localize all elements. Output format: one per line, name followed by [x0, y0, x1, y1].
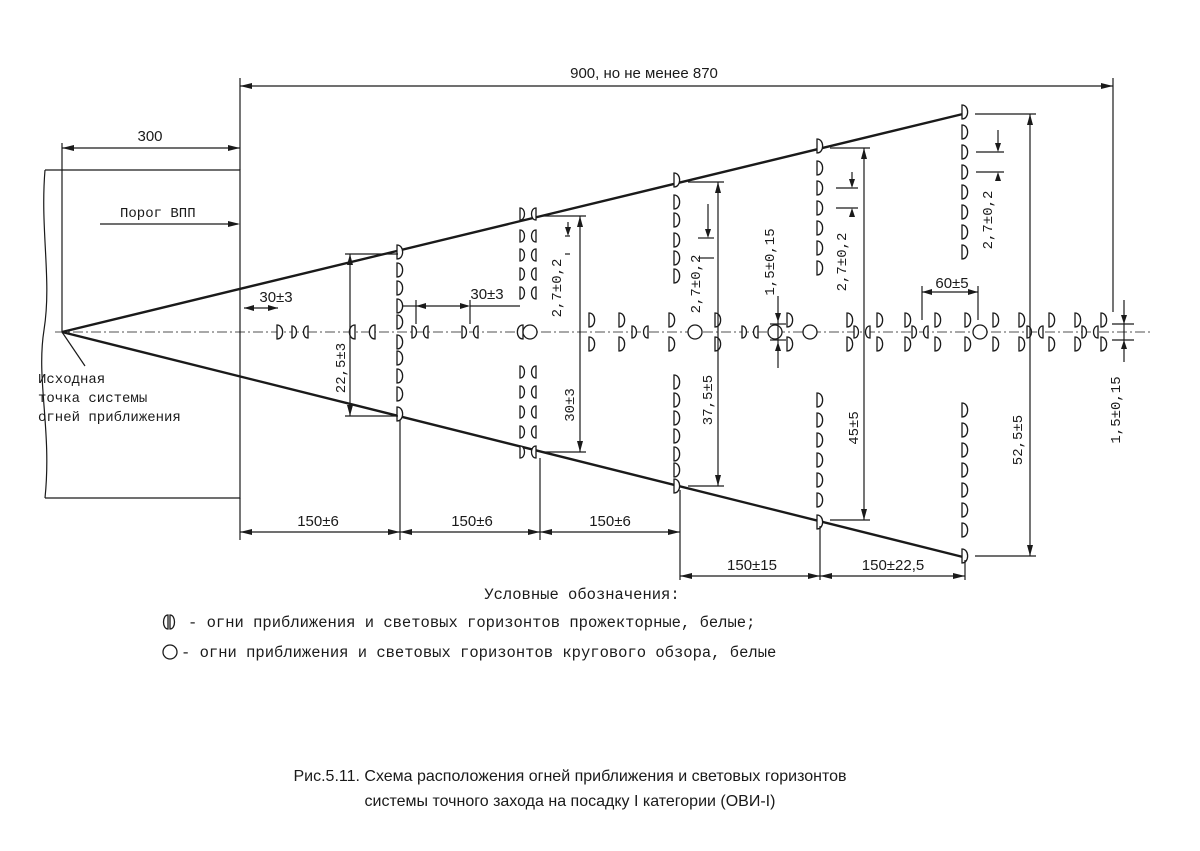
lamp-spacing-a-label: 2,7±0,2	[550, 259, 566, 318]
legend-directional-text: - огни приближения и световых горизонтов…	[188, 614, 755, 632]
runway-outline	[41, 169, 241, 499]
legend-omni-text: - огни приближения и световых горизонтов…	[181, 644, 776, 662]
centerline-lamp-spacing-label: 1,5±0,15	[763, 228, 779, 295]
centerline-lamp-spacing-dimension	[770, 296, 786, 368]
omni-lamp-symbol-icon	[162, 644, 178, 660]
centerline-spacing-a-dimension	[244, 305, 278, 311]
lamp-spacing-d-label: 2,7±0,2	[981, 191, 997, 250]
bottom-spacing-dimensions	[239, 420, 966, 580]
barrette-1-lamps	[396, 244, 404, 422]
spacing-2-label: 150±6	[451, 513, 493, 530]
barrette-4-lamps	[816, 138, 824, 530]
legend-title: Условные обозначения:	[484, 586, 679, 604]
approach-envelope	[61, 111, 968, 560]
caption-line2: системы точного захода на посадку I кате…	[365, 793, 776, 810]
end-lamp-spacing-dimension	[1112, 300, 1134, 362]
barrette-1-width-label: 22,5±3	[334, 343, 350, 393]
barrette-5-width-dimension	[975, 113, 1036, 557]
directional-lamp-symbol-icon	[162, 614, 176, 630]
barrette-3-lamps	[673, 172, 681, 494]
spacing-end-label: 60±5	[935, 275, 968, 292]
barrette-5-lamps	[961, 104, 969, 564]
barrette-4-width-label: 45±5	[847, 411, 863, 445]
spacing-5-label: 150±22,5	[862, 557, 924, 574]
barrette-3-width-label: 37,5±5	[701, 375, 717, 425]
lamp-spacing-b-label: 2,7±0,2	[689, 255, 705, 314]
overall-dimension-label: 900, но не менее 870	[570, 65, 718, 82]
spacing-4-label: 150±15	[727, 557, 777, 574]
centerline-spacing-a-label: 30±3	[259, 289, 292, 306]
spacing-1-label: 150±6	[297, 513, 339, 530]
threshold-offset-label: 300	[137, 128, 162, 145]
origin-label-line2: точка системы	[38, 391, 147, 407]
end-lamp-spacing-label: 1,5±0,15	[1109, 376, 1125, 443]
barrette-1-width-dimension	[345, 253, 398, 417]
threshold-label: Порог ВПП	[120, 206, 196, 222]
spacing-3-label: 150±6	[589, 513, 631, 530]
barrette-4-width-dimension	[830, 147, 870, 521]
centerline-spacing-b-dimension	[402, 300, 520, 324]
lamp-spacing-c-label: 2,7±0,2	[835, 233, 851, 292]
barrette-2-width-label: 30±3	[563, 388, 579, 422]
threshold-offset-dimension	[61, 143, 240, 332]
barrette-5-width-label: 52,5±5	[1011, 415, 1027, 465]
caption-line1: Рис.5.11. Схема расположения огней прибл…	[293, 768, 846, 785]
centerline-spacing-b-label: 30±3	[470, 286, 503, 303]
origin-label-line3: огней приближения	[38, 409, 181, 426]
threshold-pointer	[100, 221, 240, 227]
barrette-2-width-dimension	[542, 215, 586, 453]
origin-label-line1: Исходная	[38, 372, 105, 388]
spacing-end-dimension	[921, 286, 979, 320]
barrette-3-width-dimension	[688, 181, 724, 487]
overall-dimension	[239, 78, 1114, 312]
